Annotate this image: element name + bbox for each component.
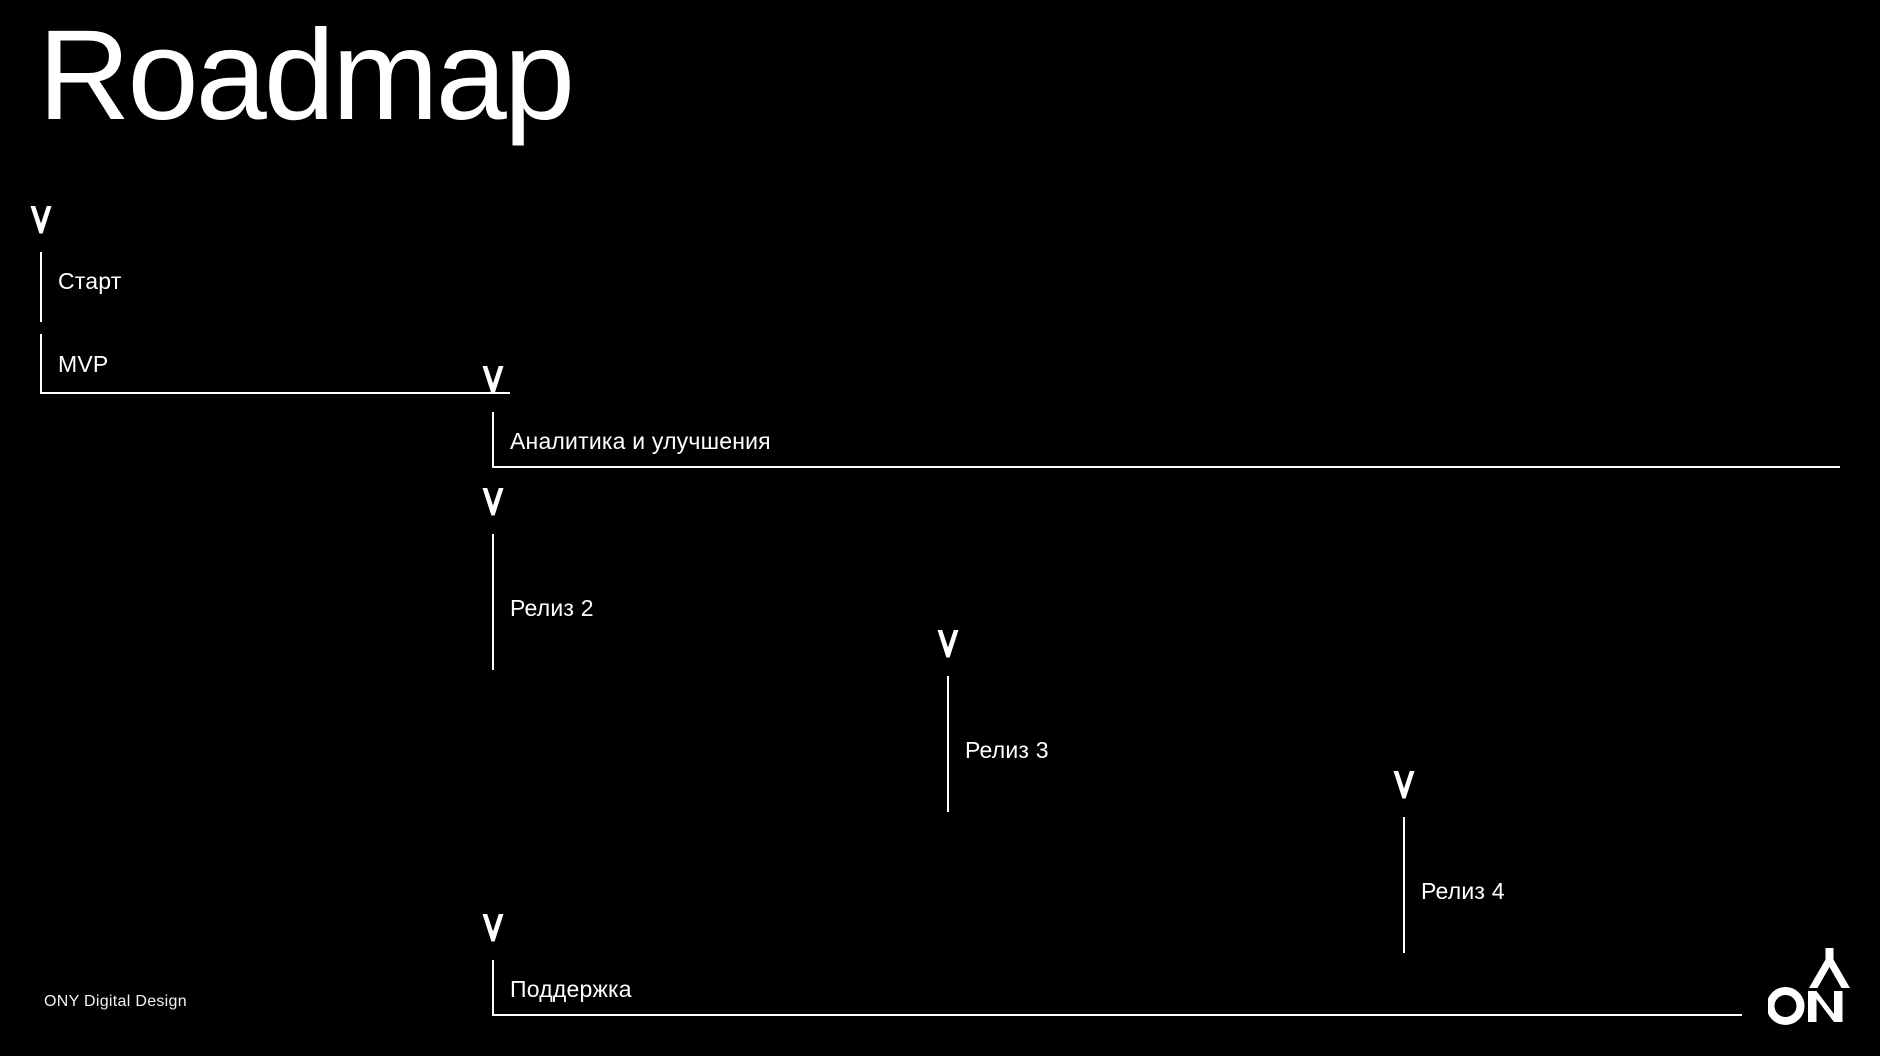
chevron-down-icon xyxy=(482,914,504,942)
milestone-release-3-stem xyxy=(947,676,949,812)
page-title: Roadmap xyxy=(38,4,575,147)
milestone-analytics-stem xyxy=(492,412,494,468)
chevron-down-icon xyxy=(482,366,504,394)
milestone-release-4-stem xyxy=(1403,817,1405,953)
milestone-release-3-label: Релиз 3 xyxy=(965,737,1049,763)
milestone-mvp-stem xyxy=(40,334,42,394)
chevron-down-icon xyxy=(1393,771,1415,799)
milestone-analytics-label: Аналитика и улучшения xyxy=(510,428,771,454)
milestone-analytics-rule xyxy=(492,466,1840,468)
milestone-start-label: Старт xyxy=(58,268,122,294)
chevron-down-icon xyxy=(482,488,504,516)
milestone-mvp-rule xyxy=(40,392,510,394)
ony-logo xyxy=(1768,948,1860,1026)
ony-tent-mark-icon xyxy=(1768,948,1850,1025)
milestone-support-stem xyxy=(492,960,494,1016)
milestone-release-4-label: Релиз 4 xyxy=(1421,878,1505,904)
milestone-release-2-stem xyxy=(492,534,494,670)
milestone-start-stem xyxy=(40,252,42,322)
chevron-down-icon xyxy=(937,630,959,658)
chevron-down-icon xyxy=(30,206,52,234)
milestone-support-label: Поддержка xyxy=(510,976,632,1002)
milestone-support-rule xyxy=(492,1014,1742,1016)
milestone-release-2-label: Релиз 2 xyxy=(510,595,594,621)
footer-credit: ONY Digital Design xyxy=(44,993,187,1010)
milestone-mvp-label: MVP xyxy=(58,351,109,377)
